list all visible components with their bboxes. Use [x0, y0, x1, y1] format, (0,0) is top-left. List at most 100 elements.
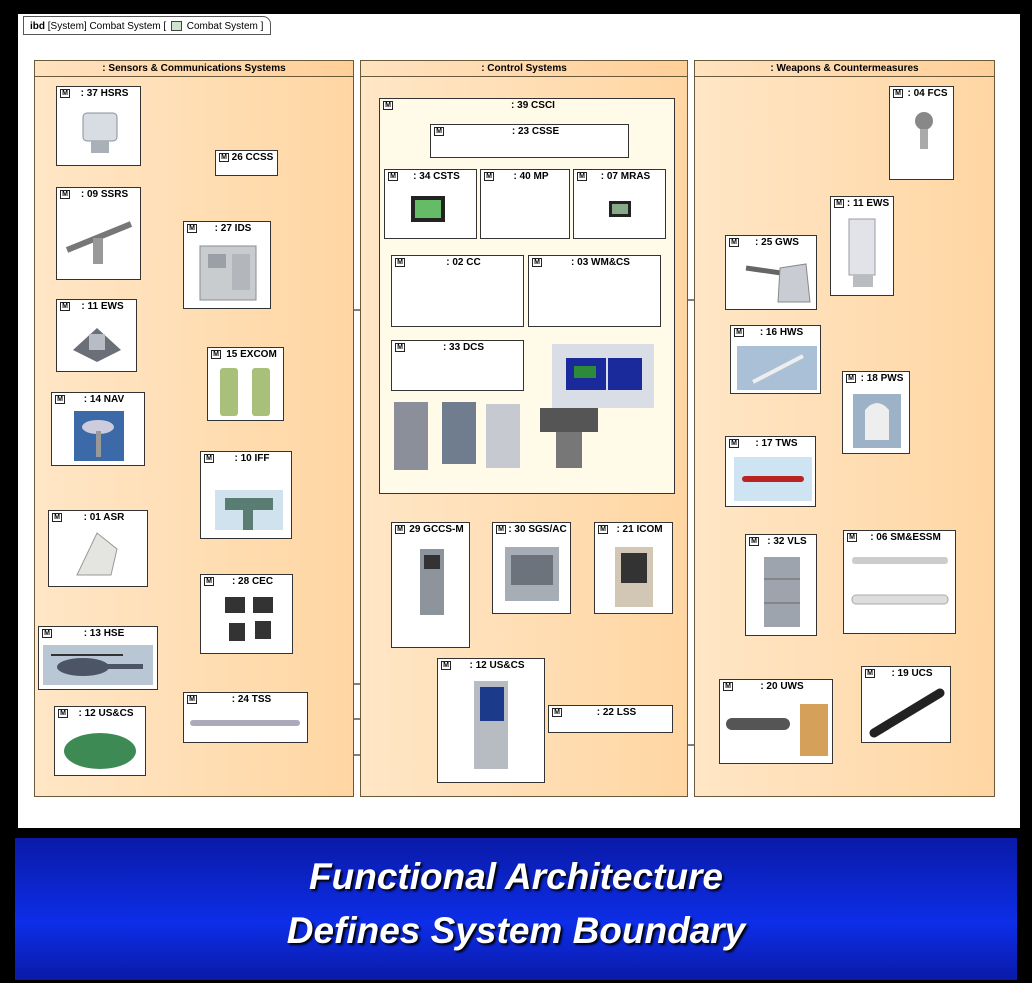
block-stereotype-icon: M: [383, 101, 393, 110]
block-ucs[interactable]: M : 19 UCS: [861, 666, 951, 743]
diagram-tab-end: ]: [260, 21, 264, 32]
block-label: : 40 MP: [513, 171, 549, 182]
block-label: 15 EXCOM: [226, 349, 277, 360]
equipment-cabinet-image: [199, 245, 257, 301]
block-stereotype-icon: M: [434, 127, 444, 136]
block-ews-left[interactable]: M : 11 EWS: [56, 299, 137, 372]
block-cec[interactable]: M : 28 CEC: [200, 574, 293, 654]
block-stereotype-icon: M: [729, 238, 739, 247]
block-stereotype-icon: M: [749, 537, 759, 546]
block-stereotype-icon: M: [42, 629, 52, 638]
block-fcs[interactable]: M : 04 FCS: [889, 86, 954, 180]
block-label: : 21 ICOM: [616, 524, 663, 535]
block-label: : 04 FCS: [907, 88, 948, 99]
block-stereotype-icon: M: [496, 525, 506, 534]
ibd-frame-icon: [170, 21, 182, 31]
block-tss[interactable]: M : 24 TSS: [183, 692, 308, 743]
diagram-tab-text: [System] Combat System [: [47, 21, 167, 32]
block-pws[interactable]: M : 18 PWS: [842, 371, 910, 454]
torpedo-image: [869, 688, 945, 738]
fire-control-radar-image: [915, 112, 933, 149]
block-label: : 16 HWS: [759, 327, 804, 338]
gun-mount-image: [745, 263, 811, 303]
towed-array-image: [190, 720, 300, 726]
block-iff[interactable]: M : 10 IFF: [200, 451, 292, 539]
block-stereotype-icon: M: [52, 513, 62, 522]
block-gws[interactable]: M : 25 GWS: [725, 235, 817, 310]
block-label: : 19 UCS: [891, 668, 933, 679]
equipment-racks-image: [394, 402, 598, 470]
block-stereotype-icon: M: [598, 525, 608, 534]
block-stereotype-icon: M: [834, 199, 844, 208]
block-stereotype-icon: M: [187, 224, 197, 233]
block-stereotype-icon: M: [441, 661, 451, 670]
block-sm-essm[interactable]: M : 06 SM&ESSM: [843, 530, 956, 634]
block-uscs-mid[interactable]: M : 12 US&CS: [437, 658, 545, 783]
block-mp[interactable]: M : 40 MP: [480, 169, 570, 239]
intercom-panel-image: [615, 547, 653, 607]
block-icom[interactable]: M : 21 ICOM: [594, 522, 673, 614]
missile-launch-image: [737, 346, 817, 390]
block-label: : 20 UWS: [760, 681, 804, 692]
block-hsrs[interactable]: M : 37 HSRS: [56, 86, 141, 166]
block-stereotype-icon: M: [204, 577, 214, 586]
block-stereotype-icon: M: [388, 172, 398, 181]
workstation-cabinet-image: [420, 549, 444, 615]
block-tws[interactable]: M : 17 TWS: [725, 436, 816, 507]
block-asr[interactable]: M : 01 ASR: [48, 510, 148, 587]
partition-title-control: : Control Systems: [361, 61, 687, 77]
block-label: : 07 MRAS: [600, 171, 651, 182]
block-stereotype-icon: M: [219, 153, 229, 162]
block-label: : 11 EWS: [81, 301, 124, 312]
iff-antenna-image: [215, 490, 283, 530]
block-stereotype-icon: M: [60, 302, 70, 311]
block-csse[interactable]: M : 23 CSSE: [430, 124, 629, 158]
sonar-console-image: [474, 681, 508, 769]
block-vls[interactable]: M : 32 VLS: [745, 534, 817, 636]
block-dcs[interactable]: M : 33 DCS: [391, 340, 524, 391]
block-nav[interactable]: M : 14 NAV: [51, 392, 145, 466]
cruise-missile-image: [734, 457, 812, 501]
block-label: : 10 IFF: [234, 453, 270, 464]
block-label: : 32 VLS: [767, 536, 807, 547]
block-mras[interactable]: M : 07 MRAS: [573, 169, 666, 239]
radar-image: [76, 532, 118, 576]
block-wmcs[interactable]: M : 03 WM&CS: [528, 255, 661, 327]
block-ssrs[interactable]: M : 09 SSRS: [56, 187, 141, 280]
block-stereotype-icon: M: [734, 328, 744, 337]
block-ccss[interactable]: M 26 CCSS: [215, 150, 278, 176]
block-stereotype-icon: M: [723, 682, 733, 691]
block-excom[interactable]: M 15 EXCOM: [207, 347, 284, 421]
block-label: : 22 LSS: [596, 707, 637, 718]
block-sgs-ac[interactable]: M : 30 SGS/AC: [492, 522, 571, 614]
block-stereotype-icon: M: [395, 343, 405, 352]
block-uscs-left[interactable]: M : 12 US&CS: [54, 706, 146, 776]
diagram-tab-name: Combat System: [186, 21, 258, 32]
block-gccs-m[interactable]: M 29 GCCS-M: [391, 522, 470, 648]
partition-title-weapons: : Weapons & Countermeasures: [695, 61, 994, 77]
block-csts[interactable]: M : 34 CSTS: [384, 169, 477, 239]
block-lss[interactable]: M : 22 LSS: [548, 705, 673, 733]
block-stereotype-icon: M: [846, 374, 856, 383]
banner-line-2: Defines System Boundary: [286, 910, 746, 951]
block-stereotype-icon: M: [577, 172, 587, 181]
block-stereotype-icon: M: [60, 190, 70, 199]
block-label: : 13 HSE: [83, 628, 125, 639]
diagram-frame-tab: ibd [System] Combat System [ Combat Syst…: [23, 16, 271, 35]
block-stereotype-icon: M: [204, 454, 214, 463]
block-hws[interactable]: M : 16 HWS: [730, 325, 821, 394]
display-image: [609, 201, 631, 217]
block-uws[interactable]: M : 20 UWS: [719, 679, 833, 764]
block-label: : 28 CEC: [231, 576, 274, 587]
vertical-launcher-image: [764, 557, 800, 627]
block-cc[interactable]: M : 02 CC: [391, 255, 524, 327]
block-label: : 17 TWS: [755, 438, 798, 449]
workstation-image: [411, 196, 445, 222]
block-ews-right[interactable]: M : 11 EWS: [830, 196, 894, 296]
block-hse[interactable]: M : 13 HSE: [38, 626, 158, 690]
block-label: : 12 US&CS: [469, 660, 525, 671]
block-ids[interactable]: M : 27 IDS: [183, 221, 271, 309]
banner-line-1: Functional Architecture: [309, 856, 723, 897]
block-label: : 27 IDS: [214, 223, 252, 234]
radar-dish-image: [82, 112, 118, 153]
